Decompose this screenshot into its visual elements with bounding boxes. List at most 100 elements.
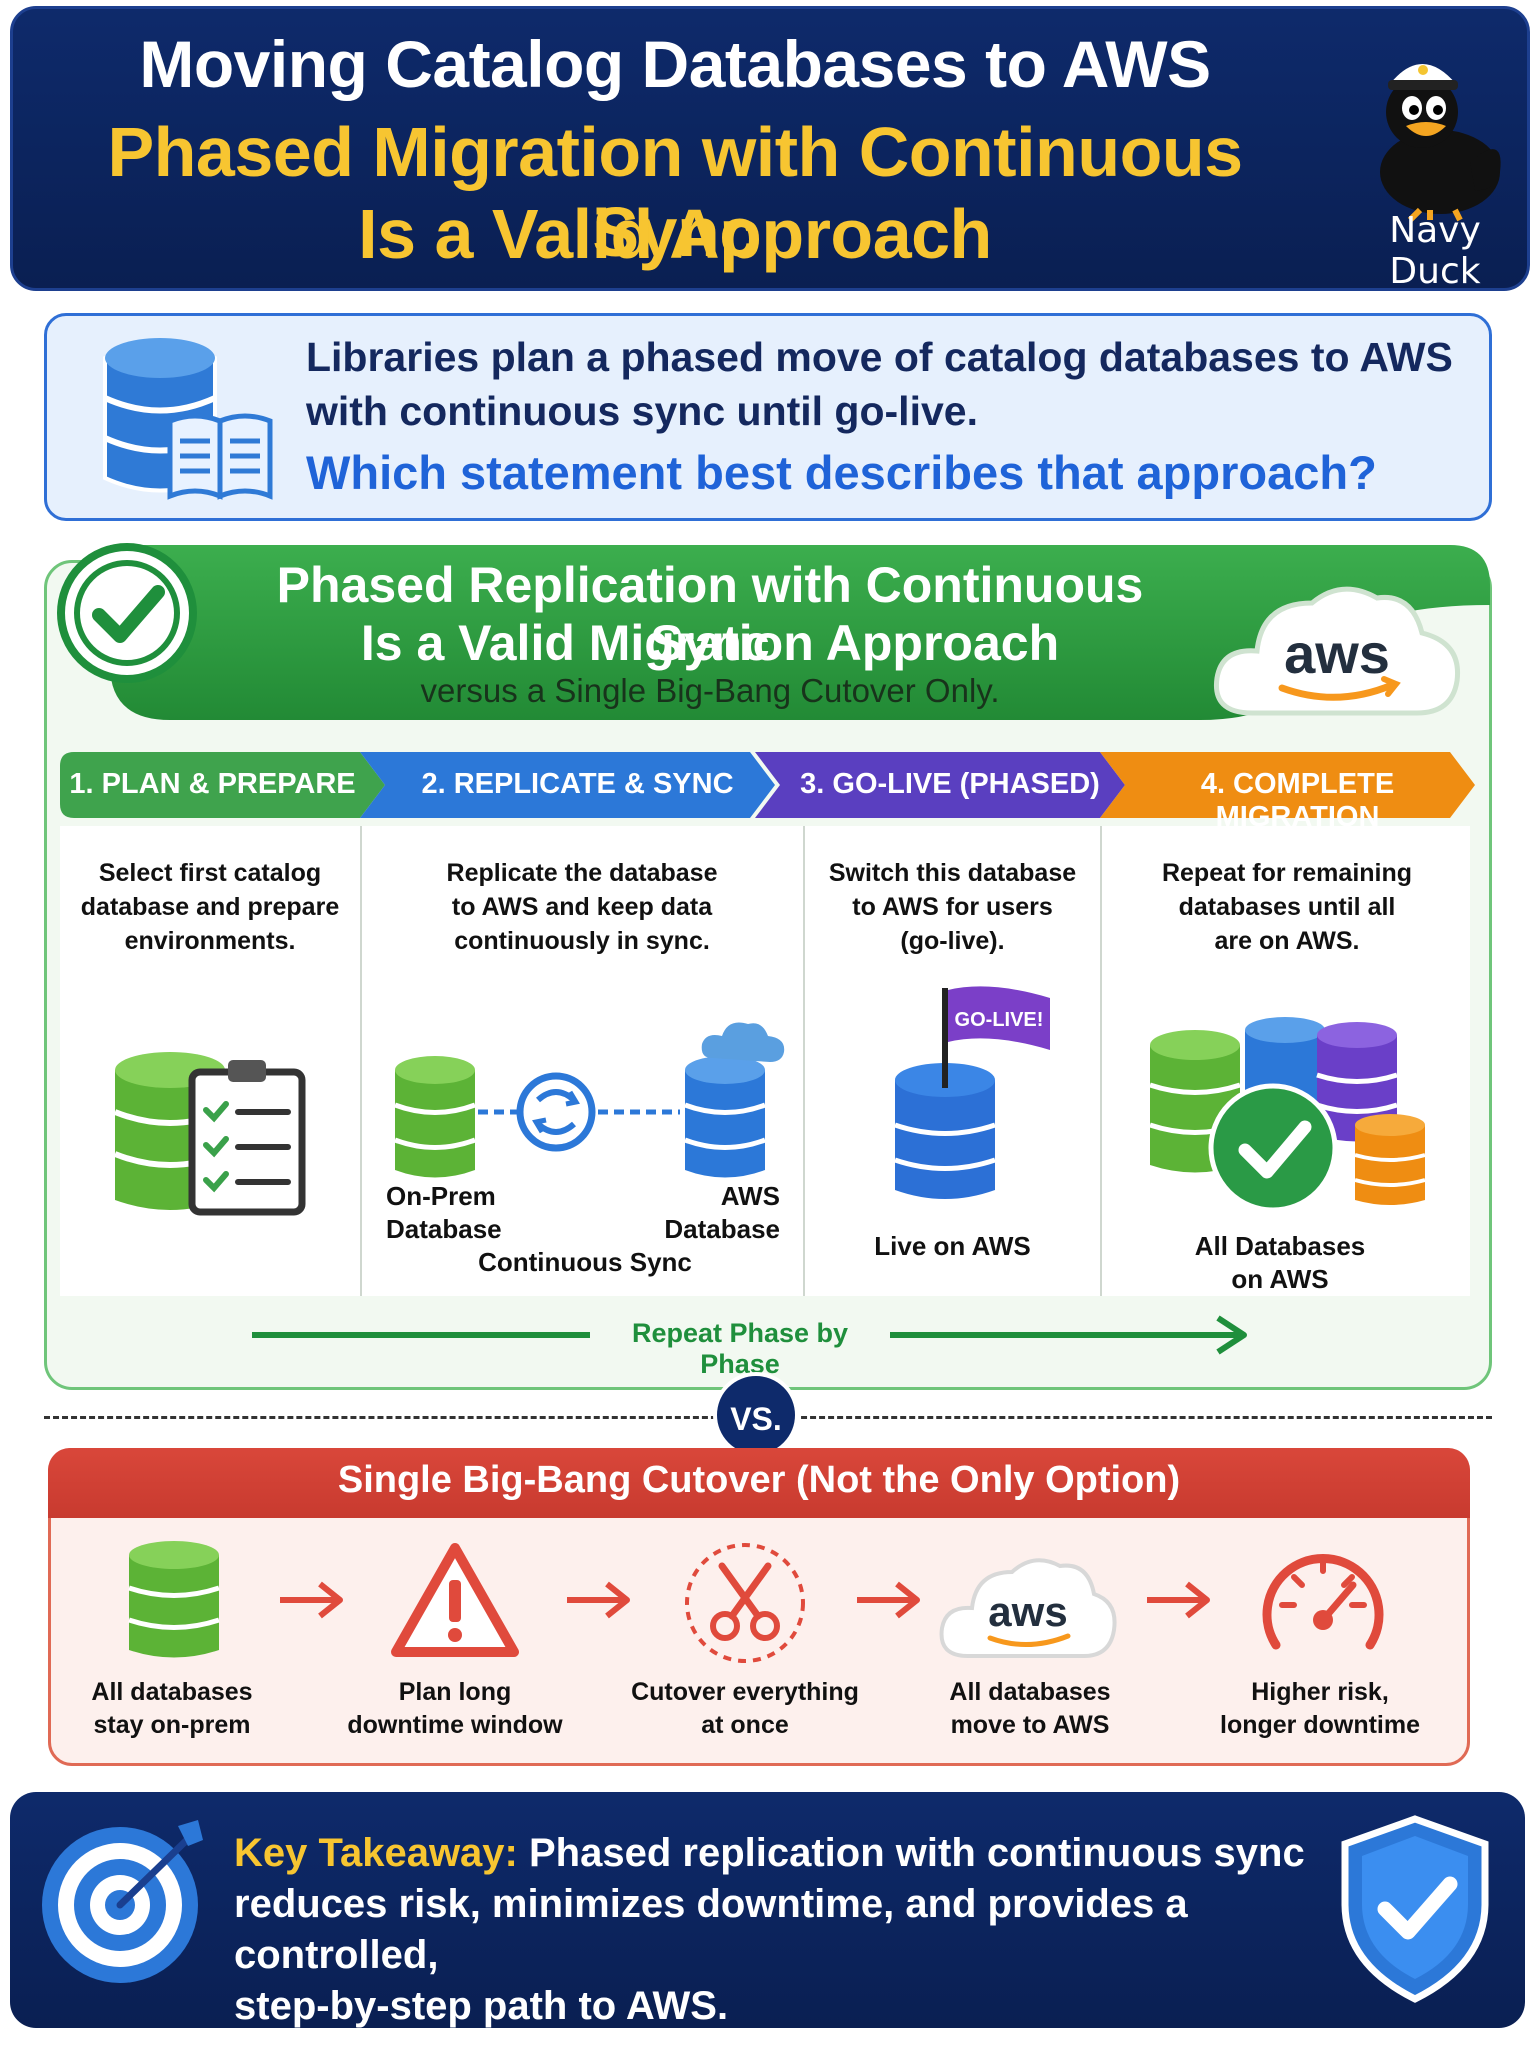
step-2-header xyxy=(360,752,775,818)
continuous-sync-caption: Continuous Sync xyxy=(478,1247,692,1277)
header-banner xyxy=(10,6,1530,291)
speedometer-gauge-icon xyxy=(1262,1554,1384,1650)
valid-title-line-2: Is a Valid Migration Approach xyxy=(360,615,1060,671)
bigbang-caption-line: All databases xyxy=(949,1678,1111,1706)
step-1-desc-line: database and prepare xyxy=(80,893,340,921)
brand-name: Navy Duck xyxy=(1389,210,1481,292)
step-1-desc-line: environments. xyxy=(124,927,296,955)
arrow-right-icon xyxy=(1147,1581,1210,1619)
target-bullseye-icon xyxy=(42,1820,203,1983)
bigbang-caption-line: Cutover everything xyxy=(631,1678,859,1706)
bigbang-caption-line: stay on-prem xyxy=(93,1711,251,1739)
all-databases-caption: All Databases on AWS xyxy=(1140,1230,1420,1296)
onprem-caption-line: On-Prem xyxy=(386,1181,496,1211)
step-1-header xyxy=(60,752,385,818)
arrow-right-icon xyxy=(280,1581,343,1619)
bigbang-caption-line: longer downtime xyxy=(1220,1711,1420,1739)
aws-logo-text: aws xyxy=(988,1588,1067,1635)
step-2-desc-line: continuously in sync. xyxy=(454,927,710,955)
all-db-caption-line: on AWS xyxy=(1231,1264,1329,1294)
scissors-cutover-icon xyxy=(685,1543,805,1663)
repeat-phase-label: Repeat Phase by Phase xyxy=(590,1318,890,1380)
step-4-header xyxy=(1100,752,1475,818)
bigbang-step-5-caption: Higher risk, longer downtime xyxy=(1190,1676,1450,1742)
divider xyxy=(1100,826,1102,1296)
bigbang-caption-line: downtime window xyxy=(347,1711,563,1739)
aws-cloud-icon: aws xyxy=(939,1558,1117,1658)
aws-cloud-logo-icon: aws xyxy=(1213,586,1461,716)
checkmark-circle-icon xyxy=(57,543,197,683)
title-line-1: Moving Catalog Databases to AWS xyxy=(139,27,1211,101)
step-4-desc-line: are on AWS. xyxy=(1214,927,1360,955)
valid-title-line-1: Phased Replication with Continuous Sync xyxy=(276,557,1144,671)
shield-check-icon xyxy=(1341,1815,1489,2003)
database-clipboard-icon xyxy=(113,1052,306,1216)
vs-badge: VS. xyxy=(713,1372,799,1458)
step-2-desc-line: to AWS and keep data xyxy=(451,893,713,921)
question-line-2: with continuous sync until go-live. xyxy=(306,388,978,434)
onprem-database-icon xyxy=(128,1541,220,1658)
bigbang-caption-line: Higher risk, xyxy=(1251,1678,1389,1706)
step-4-description: Repeat for remaining databases until all… xyxy=(1102,856,1472,958)
aws-db-caption: AWS Database xyxy=(660,1180,780,1246)
aws-caption-line: AWS xyxy=(720,1181,780,1211)
key-takeaway-label: Key Takeaway: xyxy=(234,1831,518,1875)
bigbang-step-4-caption: All databases move to AWS xyxy=(910,1676,1150,1742)
key-takeaway-banner xyxy=(10,1792,1525,2028)
step-3-description: Switch this database to AWS for users (g… xyxy=(805,856,1100,958)
step-3-label: 3. GO-LIVE (PHASED) xyxy=(800,768,1100,800)
step-1-desc-line: Select first catalog xyxy=(98,859,322,887)
question-line-1: Libraries plan a phased move of catalog … xyxy=(306,334,1453,380)
takeaway-line-3: step-by-step path to AWS. xyxy=(234,1984,729,2028)
navy-duck-logo-icon xyxy=(1380,64,1501,222)
arrow-right-icon xyxy=(567,1581,630,1619)
bigbang-caption-line: at once xyxy=(701,1711,789,1739)
title-line-2: Phased Migration with Continuous Sync xyxy=(107,113,1243,271)
golive-database-flag-icon: GO-LIVE! xyxy=(894,986,1050,1199)
question-box xyxy=(44,313,1492,521)
onprem-db-caption: On-Prem Database xyxy=(386,1180,502,1246)
warning-triangle-icon xyxy=(391,1543,519,1657)
key-takeaway-text: Key Takeaway: Phased replication with co… xyxy=(234,1828,1334,2032)
step-3-desc-line: (go-live). xyxy=(900,927,1005,955)
onprem-caption-line: Database xyxy=(386,1214,502,1244)
valid-approach-banner xyxy=(110,545,1490,720)
bigbang-caption-line: Plan long xyxy=(398,1678,512,1706)
takeaway-text-1: Phased replication with continuous sync xyxy=(529,1831,1305,1875)
live-on-aws-caption: Live on AWS xyxy=(874,1231,1031,1261)
bigbang-step-1-caption: All databases stay on-prem xyxy=(62,1676,282,1742)
step-4-desc-line: Repeat for remaining xyxy=(1161,859,1413,887)
question-text: Libraries plan a phased move of catalog … xyxy=(306,330,1476,438)
question-ask: Which statement best describes that appr… xyxy=(306,446,1377,499)
bigbang-caption-line: All databases xyxy=(91,1678,253,1706)
bigbang-step-2-caption: Plan long downtime window xyxy=(330,1676,580,1742)
bigbang-title: Single Big-Bang Cutover (Not the Only Op… xyxy=(337,1459,1181,1501)
bigbang-header xyxy=(48,1448,1470,1518)
step-1-description: Select first catalog database and prepar… xyxy=(60,856,360,958)
bigbang-step-3-caption: Cutover everything at once xyxy=(620,1676,870,1742)
all-databases-icon xyxy=(1149,1017,1426,1213)
step-4-label: 4. COMPLETE MIGRATION xyxy=(1200,768,1395,833)
divider xyxy=(360,826,362,1296)
database-book-icon xyxy=(103,338,273,500)
takeaway-line-1: Key Takeaway: Phased replication with co… xyxy=(234,1828,1334,1879)
step-2-description: Replicate the database to AWS and keep d… xyxy=(362,856,802,958)
golive-flag-text: GO-LIVE! xyxy=(955,1009,1044,1031)
step-4-desc-line: databases until all xyxy=(1178,893,1396,921)
step-3-desc-line: Switch this database xyxy=(828,859,1077,887)
step-3-header xyxy=(755,752,1125,818)
takeaway-line-2: reduces risk, minimizes downtime, and pr… xyxy=(234,1882,1188,1977)
arrow-right-icon xyxy=(857,1581,920,1619)
step-1-label: 1. PLAN & PREPARE xyxy=(69,768,356,800)
bigbang-caption-line: move to AWS xyxy=(950,1711,1110,1739)
aws-caption-line: Database xyxy=(664,1214,780,1244)
step-3-desc-line: to AWS for users xyxy=(852,893,1053,921)
valid-subtitle: versus a Single Big-Bang Cutover Only. xyxy=(420,672,1000,709)
title-line-3: Is a Valid Approach xyxy=(358,195,992,273)
aws-logo-text: aws xyxy=(1284,622,1390,685)
all-db-caption-line: All Databases xyxy=(1194,1231,1366,1261)
step-2-label: 2. REPLICATE & SYNC xyxy=(421,768,734,800)
step-2-desc-line: Replicate the database xyxy=(446,859,718,887)
divider xyxy=(803,826,805,1296)
replication-sync-diagram xyxy=(394,1022,785,1178)
